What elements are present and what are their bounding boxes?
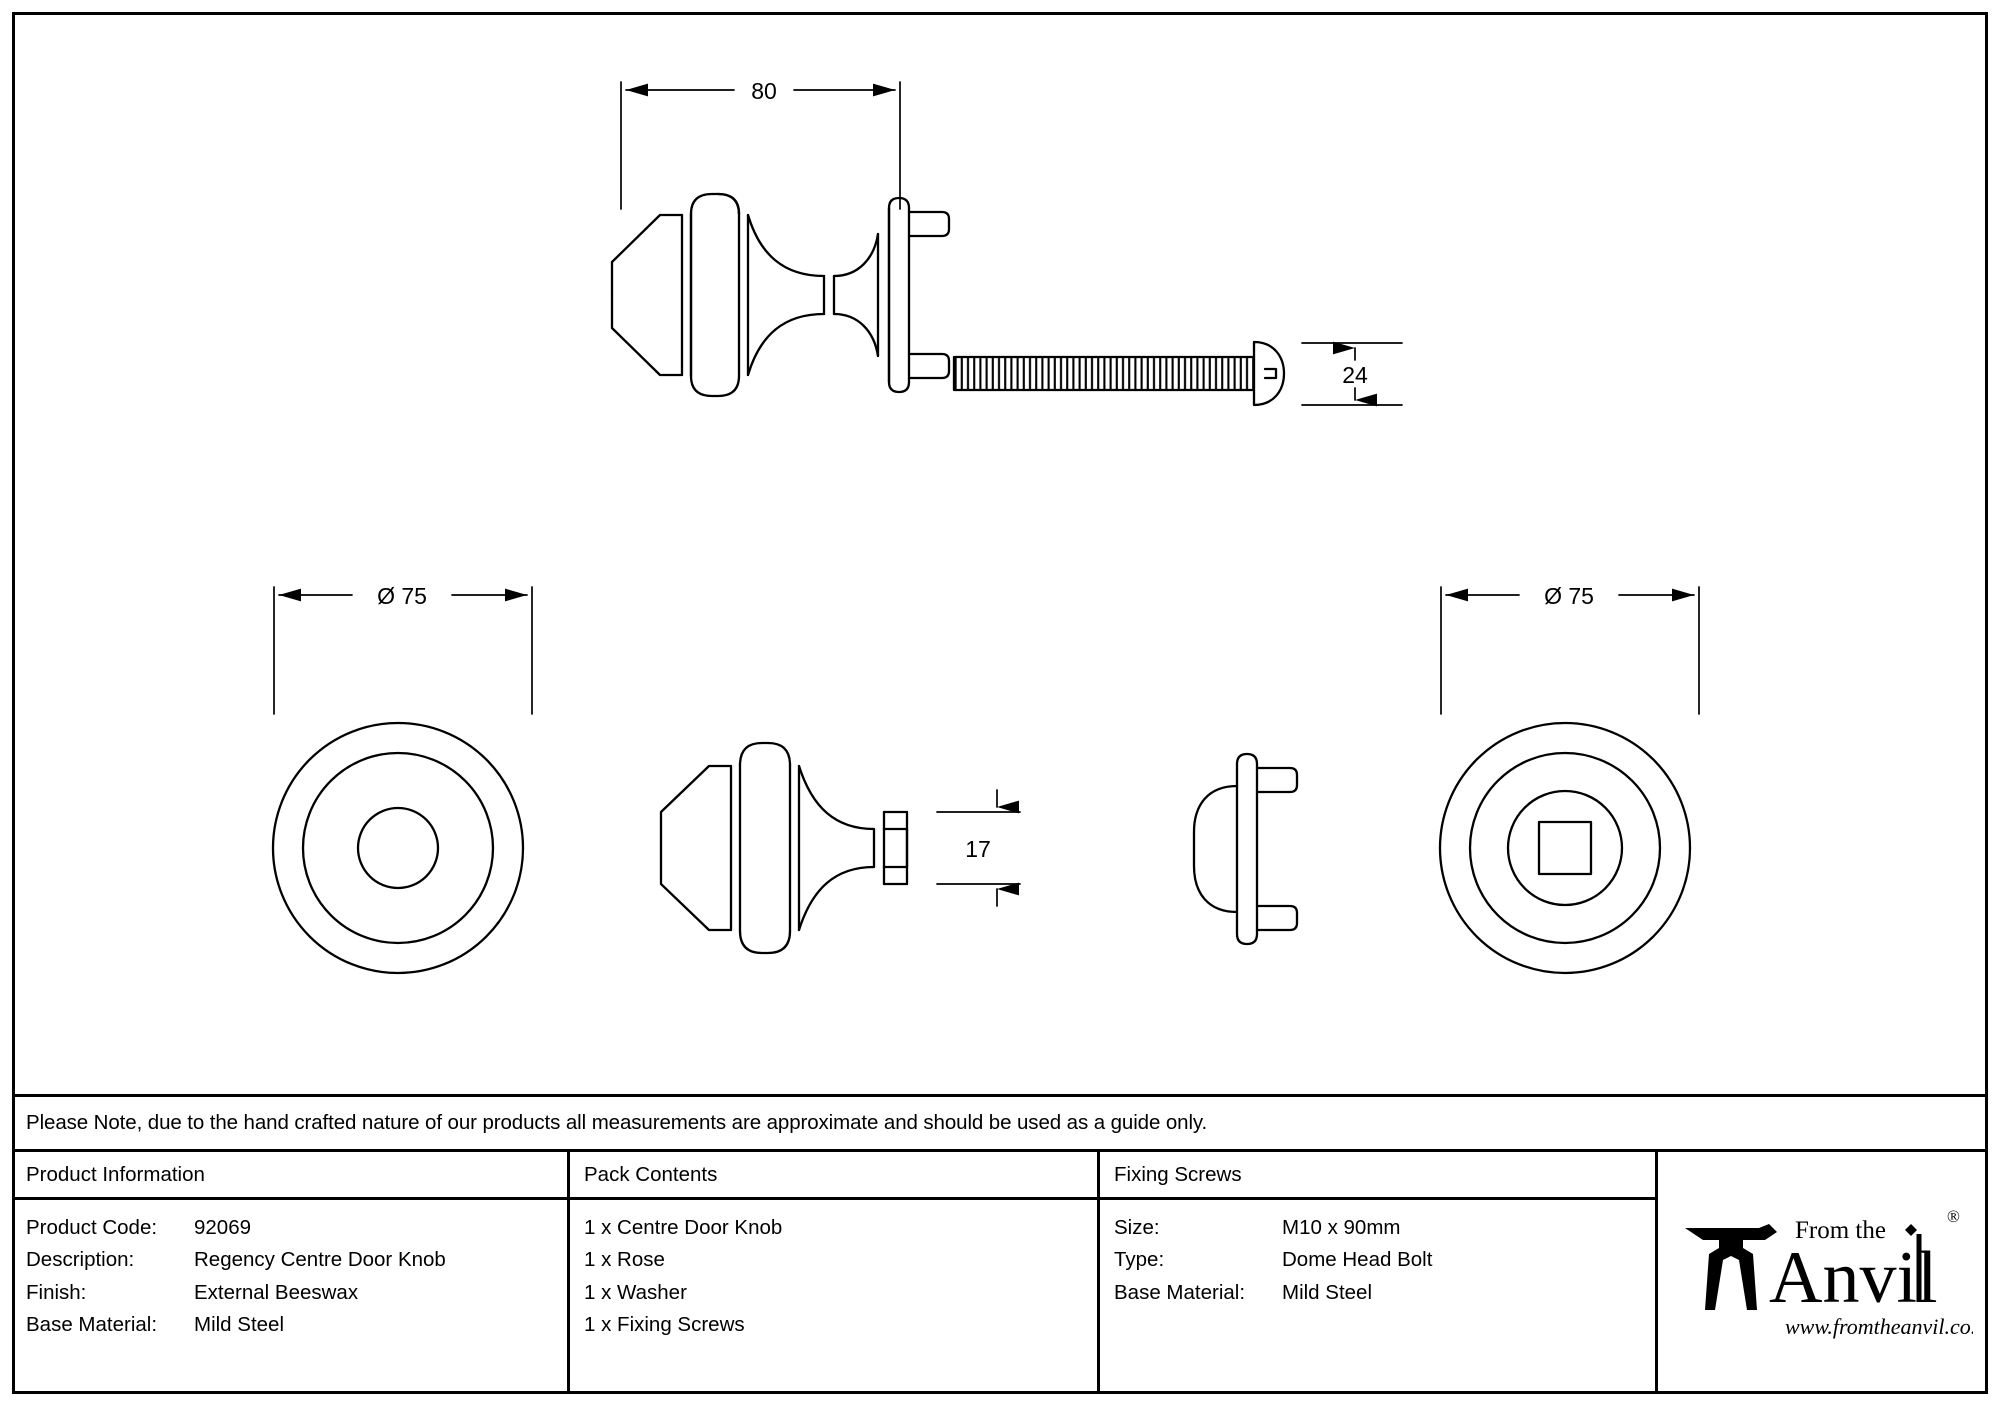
body-product-information: Product Code: 92069 Description: Regency…	[12, 1200, 567, 1394]
dim-label-24: 24	[1342, 362, 1368, 388]
heading-fixing-screws: Fixing Screws	[1100, 1152, 1655, 1200]
dim-label-17: 17	[965, 836, 991, 862]
column-logo: From the ® Anvil www.fromtheanvil.co.uk	[1658, 1152, 1988, 1394]
column-pack-contents: Pack Contents 1 x Centre Door Knob 1 x R…	[570, 1152, 1100, 1394]
value-screw-type: Dome Head Bolt	[1282, 1248, 1433, 1272]
diamond-icon	[1905, 1224, 1917, 1236]
row-product-code: Product Code: 92069	[26, 1214, 567, 1241]
value-finish: External Beeswax	[194, 1280, 359, 1304]
body-pack-contents: 1 x Centre Door Knob 1 x Rose 1 x Washer…	[570, 1200, 1097, 1394]
label-screw-type: Type:	[1114, 1248, 1165, 1272]
pack-item: 1 x Washer	[584, 1280, 687, 1304]
value-screw-base-material: Mild Steel	[1282, 1280, 1373, 1304]
drawing-canvas: 80 24 Ø 75 17 Ø 75	[12, 12, 1988, 1094]
row-screw-type: Type: Dome Head Bolt	[1114, 1246, 1655, 1273]
dim-diameter-75-left	[273, 586, 533, 715]
logo-brand: Anvil	[1769, 1237, 1938, 1319]
value-description: Regency Centre Door Knob	[194, 1248, 446, 1272]
dim-label-diameter-right: Ø 75	[1544, 583, 1594, 609]
logo-registered: ®	[1947, 1207, 1960, 1226]
dim-17	[936, 789, 1021, 907]
row-finish: Finish: External Beeswax	[26, 1279, 567, 1306]
brand-logo: From the ® Anvil www.fromtheanvil.co.uk	[1673, 1198, 1973, 1348]
value-screw-size: M10 x 90mm	[1282, 1216, 1401, 1239]
knob-side-elevation	[610, 192, 891, 398]
dim-80	[620, 81, 901, 210]
row-screw-base-material: Base Material: Mild Steel	[1114, 1279, 1655, 1306]
label-description: Description:	[26, 1248, 135, 1272]
label-screw-base-material: Base Material:	[1114, 1280, 1246, 1304]
label-screw-size: Size:	[1114, 1216, 1160, 1239]
rose-rear-view	[1438, 721, 1692, 975]
label-finish: Finish:	[26, 1280, 87, 1304]
anvil-icon	[1685, 1224, 1777, 1310]
info-table: Product Information Product Code: 92069 …	[12, 1152, 1988, 1394]
sheet-border	[12, 12, 1988, 1394]
heading-pack-contents: Pack Contents	[570, 1152, 1097, 1200]
body-fixing-screws: Size: M10 x 90mm Type: Dome Head Bolt Ba…	[1100, 1200, 1655, 1394]
dim-diameter-75-right	[1440, 586, 1700, 715]
value-base-material: Mild Steel	[194, 1312, 285, 1336]
label-base-material: Base Material:	[26, 1312, 158, 1336]
rose-plate-top	[887, 196, 951, 394]
note-text: Please Note, due to the hand crafted nat…	[26, 1111, 1208, 1134]
logo-line1: From the	[1795, 1217, 1886, 1244]
pack-item: 1 x Rose	[584, 1248, 665, 1272]
pack-item: 1 x Centre Door Knob	[584, 1216, 783, 1239]
fixing-bolt	[952, 340, 1286, 407]
label-product-code: Product Code:	[26, 1216, 158, 1239]
column-fixing-screws: Fixing Screws Size: M10 x 90mm Type: Dom…	[1100, 1152, 1658, 1394]
row-description: Description: Regency Centre Door Knob	[26, 1246, 567, 1273]
dim-label-80: 80	[751, 78, 777, 104]
heading-product-information: Product Information	[12, 1152, 567, 1200]
knob-side-profile	[659, 741, 909, 955]
note-strip: Please Note, due to the hand crafted nat…	[12, 1094, 1988, 1152]
value-product-code: 92069	[194, 1216, 252, 1239]
column-product-information: Product Information Product Code: 92069 …	[12, 1152, 570, 1394]
pack-item: 1 x Fixing Screws	[584, 1312, 745, 1336]
row-base-material: Base Material: Mild Steel	[26, 1311, 567, 1338]
row-screw-size: Size: M10 x 90mm	[1114, 1214, 1655, 1241]
dim-label-diameter-left: Ø 75	[377, 583, 427, 609]
rose-front-view	[271, 721, 525, 975]
rose-side-profile	[1192, 752, 1299, 946]
dim-24	[1301, 341, 1403, 407]
logo-url: www.fromtheanvil.co.uk	[1785, 1314, 1973, 1339]
